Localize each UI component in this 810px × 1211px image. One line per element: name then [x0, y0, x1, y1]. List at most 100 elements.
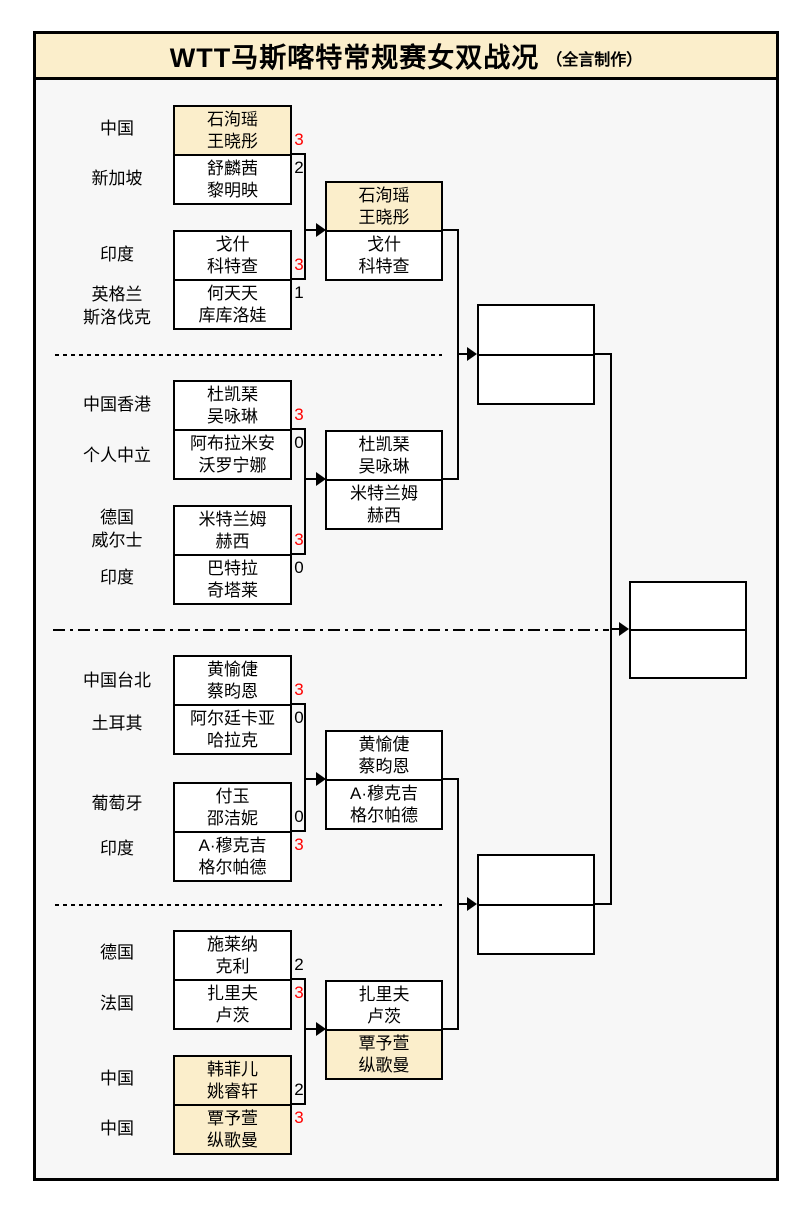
score: 3: [294, 130, 304, 149]
match-box-r2-s2: 杜凯琹吴咏琳 米特兰姆赫西: [325, 430, 443, 530]
player-name: 奇塔莱: [207, 580, 258, 600]
country-line: 中国: [100, 1069, 134, 1088]
country-line: 斯洛伐克: [83, 308, 151, 327]
player-name: 邵洁妮: [207, 808, 258, 828]
team-cell-empty: [479, 903, 593, 953]
player-name: 克利: [215, 956, 250, 976]
arrow-right-icon: [316, 223, 326, 237]
country-label: 中国: [62, 117, 172, 140]
team-cell: 戈什科特查: [327, 230, 441, 279]
bracket-line: [292, 978, 306, 980]
team-cell-empty: [631, 629, 745, 677]
country-label: 法国: [62, 992, 172, 1015]
player-name: 扎里夫: [207, 983, 258, 1003]
player-name: 戈什: [367, 234, 401, 254]
bracket-line: [292, 703, 306, 705]
player-name: 王晓彤: [207, 131, 258, 151]
bracket-line: [304, 703, 306, 832]
bracket-line: [443, 778, 459, 780]
player-name: 石洵瑶: [207, 109, 258, 129]
bracket-line: [304, 428, 306, 555]
player-name: 蔡昀恩: [207, 681, 258, 701]
arrow-right-icon: [619, 622, 629, 636]
player-name: 石洵瑶: [358, 185, 410, 205]
match-box-r1-s3m1: 黄愉倢蔡昀恩 阿尔廷卡亚哈拉克: [173, 655, 292, 755]
player-name: 杜凯琹: [207, 384, 258, 404]
team-cell: 石洵瑶王晓彤: [175, 107, 290, 154]
section-separator-dotted: [55, 904, 442, 906]
score: 0: [294, 433, 304, 452]
match-box-r2-s3: 黄愉倢蔡昀恩 A·穆克吉格尔帕德: [325, 730, 443, 830]
score: 2: [294, 158, 304, 177]
country-line: 英格兰: [91, 285, 143, 304]
player-name: 卢茨: [367, 1006, 401, 1026]
bracket-line: [610, 353, 612, 905]
country-label: 中国香港: [62, 393, 172, 416]
bracket-line: [292, 1103, 306, 1105]
bracket-line: [304, 978, 306, 1105]
player-name: 王晓彤: [358, 207, 410, 227]
team-cell: 舒麟茜黎明映: [175, 154, 290, 203]
player-name: 巴特拉: [207, 558, 258, 578]
bracket-line: [443, 1028, 459, 1030]
country-label: 印度: [62, 243, 172, 266]
team-cell-empty: [479, 856, 593, 904]
team-cell: 付玉邵洁妮: [175, 784, 290, 831]
bracket-line: [292, 428, 306, 430]
team-cell: 何天天库库洛娃: [175, 279, 290, 328]
team-cell: 黄愉倢蔡昀恩: [327, 732, 441, 779]
country-line: 印度: [100, 839, 134, 858]
score: 2: [294, 1080, 304, 1099]
bracket-line: [595, 353, 612, 355]
final-box: [629, 581, 747, 679]
score: 3: [294, 405, 304, 424]
country-line: 中国: [100, 1119, 134, 1138]
player-name: 舒麟茜: [207, 158, 258, 178]
player-name: 科特查: [358, 256, 410, 276]
bracket-line: [595, 903, 612, 905]
player-name: 纵歌曼: [358, 1055, 410, 1075]
bracket-line: [306, 1028, 318, 1030]
team-cell: 黄愉倢蔡昀恩: [175, 657, 290, 704]
player-name: 扎里夫: [358, 984, 410, 1004]
arrow-right-icon: [316, 772, 326, 786]
country-line: 印度: [100, 245, 134, 264]
country-label: 中国台北: [62, 669, 172, 692]
bracket-line: [304, 153, 306, 280]
semifinal-box-1: [477, 304, 595, 405]
bracket-line: [459, 353, 469, 355]
country-line: 个人中立: [83, 446, 151, 465]
score: 3: [294, 983, 304, 1002]
country-line: 新加坡: [91, 169, 143, 188]
player-name: 施莱纳: [207, 934, 258, 954]
score: 0: [294, 558, 304, 577]
country-line: 威尔士: [91, 531, 143, 550]
player-name: 黎明映: [207, 180, 258, 200]
match-box-r1-s2m2: 米特兰姆赫西 巴特拉奇塔莱: [173, 505, 292, 605]
country-line: 土耳其: [91, 714, 143, 733]
country-line: 德国: [100, 943, 134, 962]
team-cell: 韩菲儿姚睿轩: [175, 1057, 290, 1104]
bracket-line: [292, 830, 306, 832]
team-cell: 米特兰姆赫西: [175, 507, 290, 554]
match-box-r2-s4: 扎里夫卢茨 覃予萱纵歌曼: [325, 980, 443, 1080]
player-name: 何天天: [207, 283, 258, 303]
half-separator-dashdot: [53, 629, 609, 631]
player-name: 赫西: [367, 505, 401, 525]
team-cell: 戈什科特查: [175, 232, 290, 279]
team-cell: 石洵瑶王晓彤: [327, 183, 441, 230]
bracket-line: [612, 628, 620, 630]
bracket-line: [443, 229, 459, 231]
player-name: 米特兰姆: [350, 483, 418, 503]
match-box-r1-s1m2: 戈什科特查 何天天库库洛娃: [173, 230, 292, 330]
arrow-right-icon: [467, 347, 477, 361]
team-cell: A·穆克吉格尔帕德: [175, 831, 290, 880]
arrow-right-icon: [467, 897, 477, 911]
score: 3: [294, 680, 304, 699]
section-separator-dotted: [55, 354, 442, 356]
country-label: 个人中立: [62, 444, 172, 467]
bracket-line: [457, 229, 459, 480]
score: 1: [294, 283, 304, 302]
player-name: 赫西: [215, 531, 250, 551]
country-line: 法国: [100, 994, 134, 1013]
